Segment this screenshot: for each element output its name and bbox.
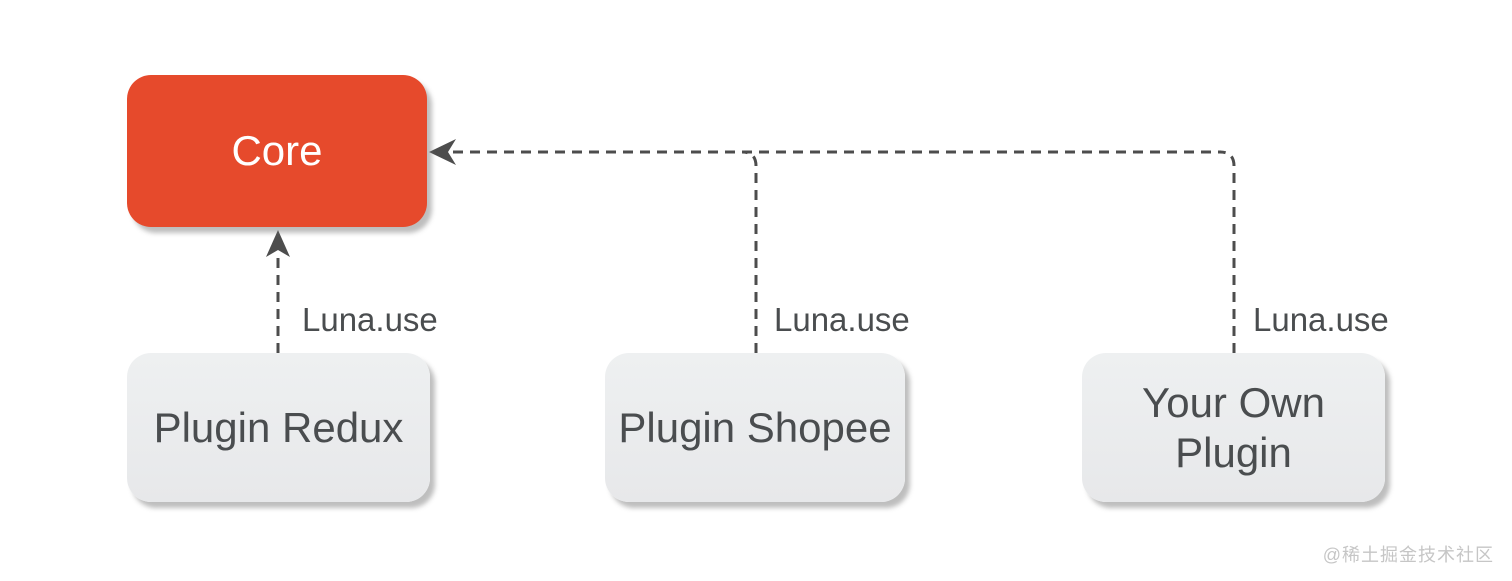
- edge-label-luna-use-own: Luna.use: [1253, 301, 1389, 338]
- edge-shopee-to-core: [741, 150, 758, 353]
- node-core: Core: [127, 75, 427, 227]
- edge-own-to-core: [1219, 150, 1236, 353]
- node-your-own-plugin-label: Your Own Plugin: [1142, 378, 1325, 476]
- edge-label-luna-use-shopee: Luna.use: [774, 301, 910, 338]
- node-plugin-shopee-label: Plugin Shopee: [618, 403, 892, 451]
- arrowhead-up-icon: [266, 230, 290, 257]
- edge-label-luna-use-redux: Luna.use: [302, 301, 438, 338]
- node-plugin-redux: Plugin Redux: [127, 353, 430, 502]
- node-your-own-plugin: Your Own Plugin: [1082, 353, 1385, 502]
- node-core-label: Core: [231, 127, 323, 175]
- watermark: @稀土掘金技术社区: [1322, 545, 1494, 565]
- node-plugin-redux-label: Plugin Redux: [153, 403, 404, 451]
- arrowhead-left-icon: [429, 139, 456, 165]
- node-plugin-shopee: Plugin Shopee: [605, 353, 905, 502]
